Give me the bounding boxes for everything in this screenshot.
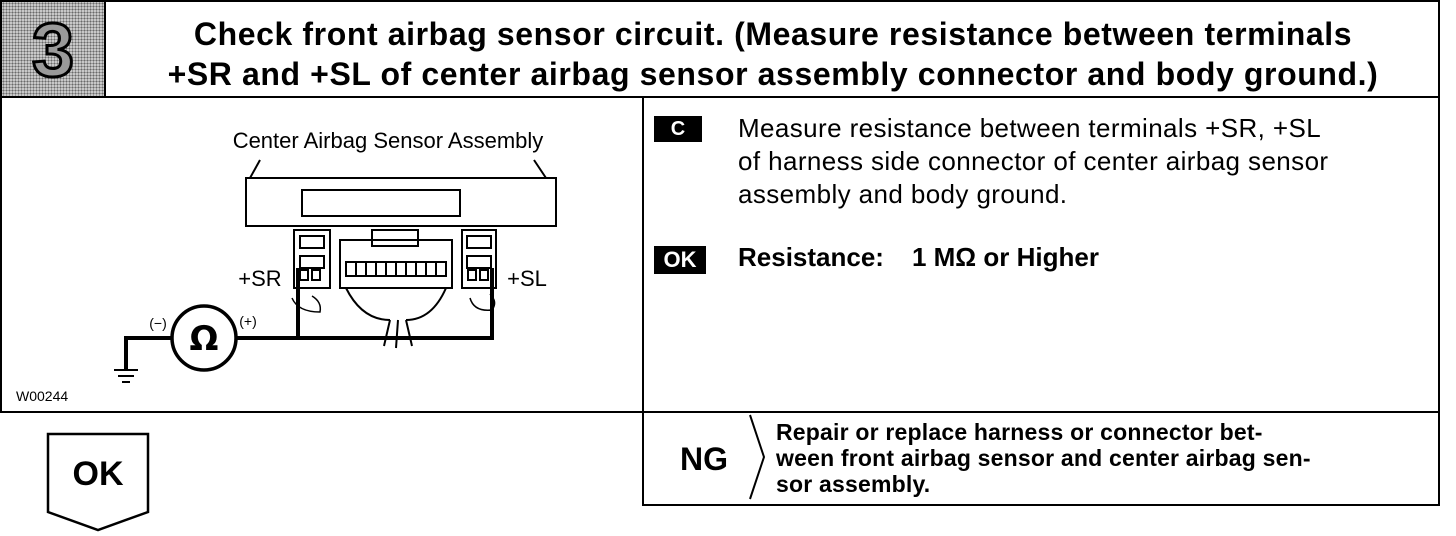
ok-next-label: OK bbox=[72, 455, 124, 493]
probe-hands bbox=[291, 293, 496, 313]
terminal-label-sl: +SL bbox=[507, 266, 547, 291]
instruction-text: Measure resistance between terminals +SR… bbox=[738, 112, 1428, 211]
instruction-line-3: assembly and body ground. bbox=[738, 179, 1068, 209]
step-title-line-1: Check front airbag sensor circuit. (Meas… bbox=[193, 16, 1353, 52]
resistance-spec: Resistance: 1 MΩ or Higher bbox=[738, 242, 1099, 273]
figure-id: W00244 bbox=[16, 388, 69, 404]
ng-action-line-2: ween front airbag sensor and center airb… bbox=[776, 445, 1311, 471]
connector-illustration: Center Airbag Sensor Assembly bbox=[114, 128, 557, 383]
ok-badge: OK bbox=[654, 246, 706, 274]
ok-down-arrow-icon bbox=[46, 432, 150, 532]
ng-action: Repair or replace harness or connector b… bbox=[776, 419, 1426, 497]
condition-badge: C bbox=[654, 116, 702, 142]
plus-lead-label: (+) bbox=[239, 313, 257, 329]
ng-label: NG bbox=[680, 441, 728, 477]
terminal-label-sr: +SR bbox=[238, 266, 281, 291]
connector-sl bbox=[461, 229, 497, 289]
ng-branch: NG Repair or replace harness or connecto… bbox=[642, 411, 1440, 506]
connector-center bbox=[339, 229, 453, 349]
sensor-assembly-body bbox=[245, 159, 557, 227]
ground-symbol-icon bbox=[114, 369, 138, 383]
instruction-line-2: of harness side connector of center airb… bbox=[738, 146, 1329, 176]
resistance-label: Resistance: bbox=[738, 242, 884, 272]
minus-lead-label: (−) bbox=[149, 315, 167, 331]
ng-arrow-icon bbox=[749, 414, 766, 500]
connector-sr bbox=[293, 229, 331, 289]
ohm-symbol: Ω bbox=[190, 319, 219, 359]
diagram-caption: Center Airbag Sensor Assembly bbox=[233, 128, 544, 153]
wiring-diagram: Center Airbag Sensor Assembly bbox=[0, 96, 644, 413]
resistance-value: 1 MΩ or Higher bbox=[911, 242, 1099, 272]
ng-action-line-3: sor assembly. bbox=[776, 471, 931, 497]
instruction-panel: C Measure resistance between terminals +… bbox=[642, 96, 1440, 413]
step-header: 3 Check front airbag sensor circuit. (Me… bbox=[0, 0, 1440, 98]
step-number-box: 3 bbox=[2, 2, 106, 98]
step-title-line-2: +SR and +SL of center airbag sensor asse… bbox=[167, 56, 1379, 92]
test-leads bbox=[124, 268, 494, 370]
ng-action-line-1: Repair or replace harness or connector b… bbox=[776, 419, 1263, 445]
ohmmeter-icon: Ω bbox=[170, 304, 238, 372]
instruction-line-1: Measure resistance between terminals +SR… bbox=[738, 113, 1322, 143]
step-number: 3 bbox=[30, 6, 75, 94]
step-title: Check front airbag sensor circuit. (Meas… bbox=[106, 14, 1440, 94]
